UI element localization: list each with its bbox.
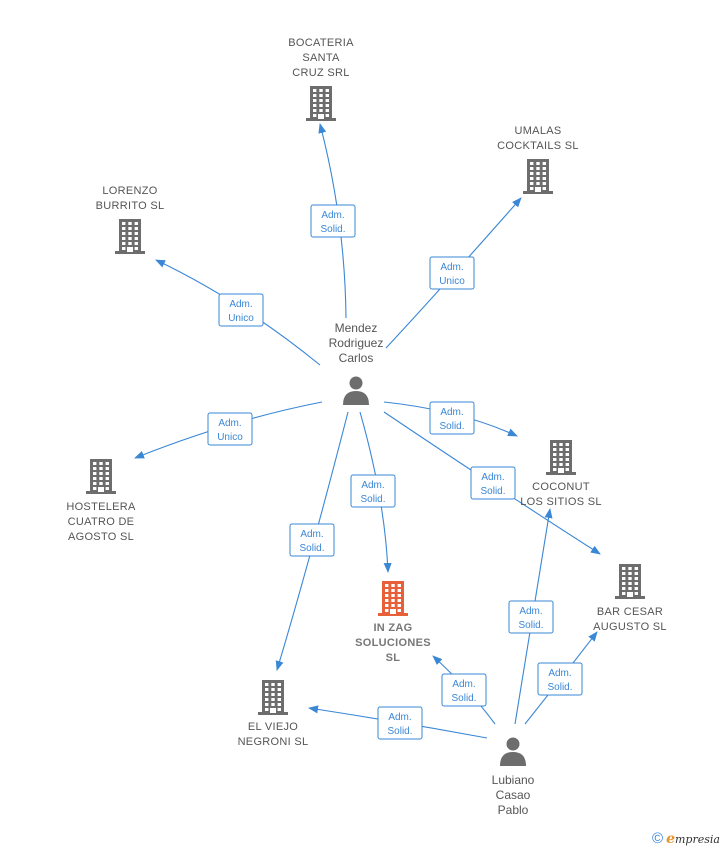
building-icon-barcesar[interactable]: [615, 564, 645, 599]
nodes-layer: BOCATERIA SANTA CRUZ SRL UMALAS COCKTAILS SL…: [66, 37, 667, 817]
company-label-lorenzo-line: BURRITO SL: [96, 200, 165, 212]
company-label-bocateria: BOCATERIA SANTA CRUZ SRL: [288, 37, 354, 79]
building-icon-umalas[interactable]: [523, 159, 553, 194]
company-label-viejo-line: NEGRONI SL: [238, 736, 309, 748]
role-badge-text: Adm.: [440, 407, 463, 418]
role-badge-mendez-viejo[interactable]: Adm. Solid.: [289, 523, 335, 557]
role-badge-lubiano-barcesar[interactable]: Adm. Solid.: [537, 662, 583, 696]
role-badge-mendez-barcesar[interactable]: Adm. Solid.: [470, 466, 516, 500]
role-badge-text: Adm.: [388, 712, 411, 723]
role-badge-mendez-umalas[interactable]: Adm. Unico: [429, 256, 475, 290]
role-badge-text: Solid.: [320, 224, 345, 235]
role-badge-text: Adm.: [321, 210, 344, 221]
building-icon-inzag[interactable]: [378, 581, 408, 616]
company-label-barcesar: BAR CESAR AUGUSTO SL: [593, 606, 667, 633]
company-label-inzag-line: SOLUCIONES: [355, 637, 431, 649]
building-icon-lorenzo[interactable]: [115, 219, 145, 254]
copyright-symbol: ©: [652, 830, 664, 847]
building-icon-hostelera[interactable]: [86, 459, 116, 494]
company-label-coconut: COCONUT LOS SITIOS SL: [520, 481, 602, 508]
company-label-bocateria-line: BOCATERIA: [288, 37, 354, 49]
role-badge-text: Adm.: [229, 299, 252, 310]
role-badge-mendez-bocateria[interactable]: Adm. Solid.: [310, 204, 356, 238]
role-badge-lubiano-viejo[interactable]: Adm. Solid.: [377, 706, 423, 740]
company-label-hostelera-line: AGOSTO SL: [68, 531, 134, 543]
role-badge-mendez-coconut[interactable]: Adm. Solid.: [429, 401, 475, 435]
company-label-hostelera-line: HOSTELERA: [66, 501, 136, 513]
company-label-barcesar-line: AUGUSTO SL: [593, 621, 667, 633]
role-badge-text: Adm.: [452, 679, 475, 690]
role-badge-text: Unico: [228, 313, 254, 324]
role-badge-text: Solid.: [360, 494, 385, 505]
role-badge-text: Solid.: [451, 693, 476, 704]
role-badge-text: Solid.: [518, 620, 543, 631]
role-badge-text: Unico: [217, 432, 243, 443]
footer-brand[interactable]: ©empresia: [652, 830, 720, 847]
company-label-bocateria-line: SANTA: [302, 52, 340, 64]
role-badge-mendez-lorenzo[interactable]: Adm. Unico: [218, 293, 264, 327]
role-badge-text: Adm.: [361, 480, 384, 491]
company-label-viejo: EL VIEJO NEGRONI SL: [238, 721, 309, 748]
role-badge-text: Solid.: [547, 682, 572, 693]
role-badge-text: Solid.: [299, 543, 324, 554]
company-label-viejo-line: EL VIEJO: [248, 721, 298, 733]
role-badge-mendez-hostelera[interactable]: Adm. Unico: [207, 412, 253, 446]
company-label-bocateria-line: CRUZ SRL: [292, 67, 349, 79]
person-label-lubiano-line: Pablo: [498, 803, 529, 817]
building-icon-bocateria[interactable]: [306, 86, 336, 121]
person-label-mendez-line: Rodriguez: [329, 336, 384, 350]
brand-name: mpresia: [674, 833, 720, 846]
role-badge-text: Solid.: [387, 726, 412, 737]
company-label-hostelera-line: CUATRO DE: [68, 516, 135, 528]
person-icon-mendez[interactable]: [343, 376, 369, 406]
role-badge-text: Adm.: [481, 472, 504, 483]
role-badge-mendez-inzag[interactable]: Adm. Solid.: [350, 474, 396, 508]
building-icon-coconut[interactable]: [546, 440, 576, 475]
role-badge-text: Adm.: [548, 668, 571, 679]
company-label-umalas-line: COCKTAILS SL: [497, 140, 579, 152]
edge-labels-layer: Adm.Solid.Adm.UnicoAdm.UnicoAdm.UnicoAdm…: [207, 204, 583, 740]
person-icon-lubiano[interactable]: [500, 737, 526, 767]
role-badge-text: Adm.: [440, 262, 463, 273]
role-badge-lubiano-coconut[interactable]: Adm. Solid.: [508, 600, 554, 634]
role-badge-text: Solid.: [439, 421, 464, 432]
company-label-lorenzo-line: LORENZO: [102, 185, 157, 197]
company-label-inzag: IN ZAG SOLUCIONES SL: [355, 622, 431, 664]
role-badge-text: Adm.: [218, 418, 241, 429]
person-label-mendez-line: Mendez: [335, 321, 378, 335]
role-badge-lubiano-inzag[interactable]: Adm. Solid.: [441, 673, 487, 707]
person-label-lubiano-line: Lubiano: [492, 773, 535, 787]
company-label-umalas-line: UMALAS: [514, 125, 561, 137]
company-label-lorenzo: LORENZO BURRITO SL: [96, 185, 165, 212]
person-label-mendez-line: Carlos: [339, 351, 374, 365]
brand-initial: e: [666, 831, 675, 847]
role-badge-text: Unico: [439, 276, 465, 287]
company-label-umalas: UMALAS COCKTAILS SL: [497, 125, 579, 152]
company-label-inzag-line: SL: [386, 652, 401, 664]
company-label-coconut-line: LOS SITIOS SL: [520, 496, 602, 508]
building-icon-viejo[interactable]: [258, 680, 288, 715]
company-label-coconut-line: COCONUT: [532, 481, 590, 493]
role-badge-text: Adm.: [300, 529, 323, 540]
company-label-inzag-line: IN ZAG: [373, 622, 412, 634]
company-label-barcesar-line: BAR CESAR: [597, 606, 663, 618]
person-label-lubiano-line: Casao: [496, 788, 531, 802]
company-label-hostelera: HOSTELERA CUATRO DE AGOSTO SL: [66, 501, 136, 543]
role-badge-text: Adm.: [519, 606, 542, 617]
role-badge-text: Solid.: [480, 486, 505, 497]
